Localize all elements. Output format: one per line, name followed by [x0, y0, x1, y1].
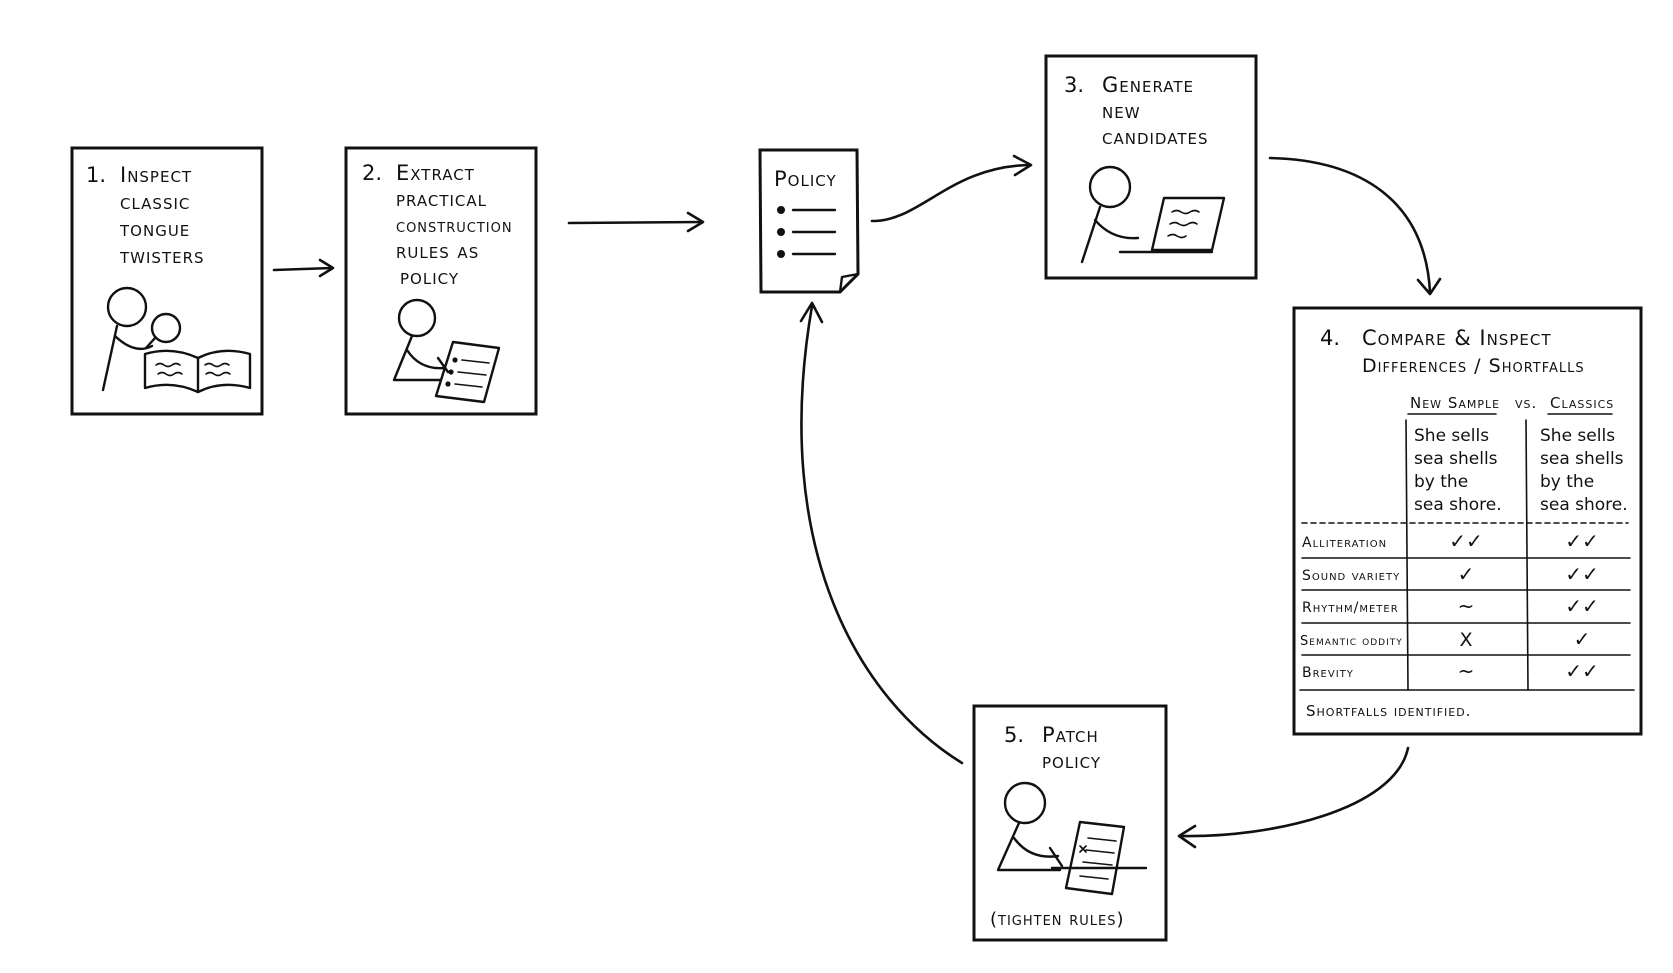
- step-1-line-3: tongue: [119, 217, 190, 241]
- policy-title: Policy: [774, 167, 837, 191]
- policy-bullet-3: [777, 250, 785, 258]
- step-2-number: 2.: [362, 161, 382, 185]
- step-5-card: 5. Patch policy (tighten rules): [972, 704, 1168, 942]
- step-1-line-4: twisters: [119, 244, 205, 268]
- policy-document: Policy: [758, 148, 860, 294]
- step-1-line-1: Inspect: [120, 163, 192, 187]
- step-4-line-2: Differences / Shortfalls: [1362, 355, 1585, 377]
- arrow-step4-to-step5: [1177, 746, 1410, 849]
- new-sample-line-2: sea shells: [1414, 449, 1498, 469]
- step-2-line-3: construction: [396, 215, 513, 237]
- step-4-line-1: Compare & Inspect: [1362, 326, 1551, 350]
- step-4-number: 4.: [1320, 326, 1340, 350]
- stick-figure-typing-laptop-icon: [1080, 165, 1226, 264]
- step-5-note: (tighten rules): [990, 909, 1125, 930]
- table-row: Sound variety ✓ ✓✓: [1302, 562, 1599, 586]
- step-2-line-4: rules as: [396, 239, 479, 263]
- step-3-number: 3.: [1064, 73, 1084, 97]
- stick-figure-editing-policy-icon: [996, 781, 1148, 896]
- arrow-step3-to-step4: [1268, 156, 1442, 296]
- step-2-line-1: Extract: [396, 161, 475, 185]
- policy-bullet-1: [777, 206, 785, 214]
- table-row: Semantic oddity X ✓: [1300, 627, 1590, 651]
- column-header-classics: Classics: [1550, 394, 1614, 412]
- classic-sample-line-4: sea shore.: [1540, 495, 1628, 515]
- classic-sample-line-1: She sells: [1540, 426, 1615, 446]
- row-label-rhythm-meter: Rhythm/meter: [1302, 600, 1399, 616]
- classic-sample-line-3: by the: [1540, 472, 1594, 492]
- row-label-alliteration: Alliteration: [1302, 535, 1387, 551]
- row-classic-value: ✓✓: [1565, 529, 1599, 553]
- column-header-new-sample: New Sample: [1410, 394, 1500, 412]
- step-3-line-1: Generate: [1102, 73, 1194, 97]
- step-2-line-5: policy: [400, 265, 459, 289]
- arrow-step2-to-policy: [567, 211, 705, 233]
- row-label-sound-variety: Sound variety: [1302, 568, 1400, 584]
- step-3-card: 3. Generate new candidates: [1044, 54, 1258, 280]
- row-new-value: ✓✓: [1449, 529, 1483, 553]
- step-2-card: 2. Extract practical construction rules …: [344, 146, 538, 416]
- new-sample-line-1: She sells: [1414, 426, 1489, 446]
- row-new-value: ~: [1458, 659, 1475, 683]
- row-classic-value: ✓✓: [1565, 562, 1599, 586]
- step-4-card: 4. Compare & Inspect Differences / Short…: [1292, 306, 1643, 736]
- shortfalls-footer: Shortfalls identified.: [1306, 702, 1471, 720]
- table-row: Rhythm/meter ~ ✓✓: [1302, 594, 1599, 618]
- row-classic-value: ✓✓: [1565, 659, 1599, 683]
- row-label-brevity: Brevity: [1302, 665, 1354, 681]
- step-3-line-2: new: [1102, 99, 1141, 123]
- table-row: Alliteration ✓✓ ✓✓: [1302, 529, 1599, 553]
- new-sample-line-4: sea shore.: [1414, 495, 1502, 515]
- row-new-value: ~: [1458, 594, 1475, 618]
- stick-figure-reading-icon: [101, 286, 252, 394]
- policy-bullet-2: [777, 228, 785, 236]
- step-2-line-2: practical: [396, 187, 487, 211]
- new-sample-line-3: by the: [1414, 472, 1468, 492]
- stick-figure-writing-list-icon: [392, 298, 501, 404]
- row-classic-value: ✓: [1574, 627, 1591, 651]
- row-new-value: ✓: [1458, 562, 1475, 586]
- step-1-number: 1.: [86, 163, 106, 187]
- column-header-vs: vs.: [1515, 394, 1537, 412]
- step-1-line-2: classic: [120, 190, 190, 214]
- arrow-step5-to-policy: [799, 301, 964, 765]
- table-row: Brevity ~ ✓✓: [1302, 659, 1599, 683]
- classic-sample-line-2: sea shells: [1540, 449, 1624, 469]
- row-classic-value: ✓✓: [1565, 594, 1599, 618]
- arrow-step1-to-step2: [272, 258, 335, 278]
- row-new-value: X: [1459, 629, 1472, 651]
- step-5-line-1: Patch: [1042, 723, 1099, 747]
- step-3-line-3: candidates: [1102, 125, 1208, 149]
- row-label-semantic-oddity: Semantic oddity: [1300, 634, 1403, 649]
- arrow-policy-to-step3: [870, 154, 1033, 223]
- step-1-card: 1. Inspect classic tongue twisters: [70, 146, 264, 416]
- step-5-number: 5.: [1004, 723, 1024, 747]
- step-5-line-2: policy: [1042, 749, 1101, 773]
